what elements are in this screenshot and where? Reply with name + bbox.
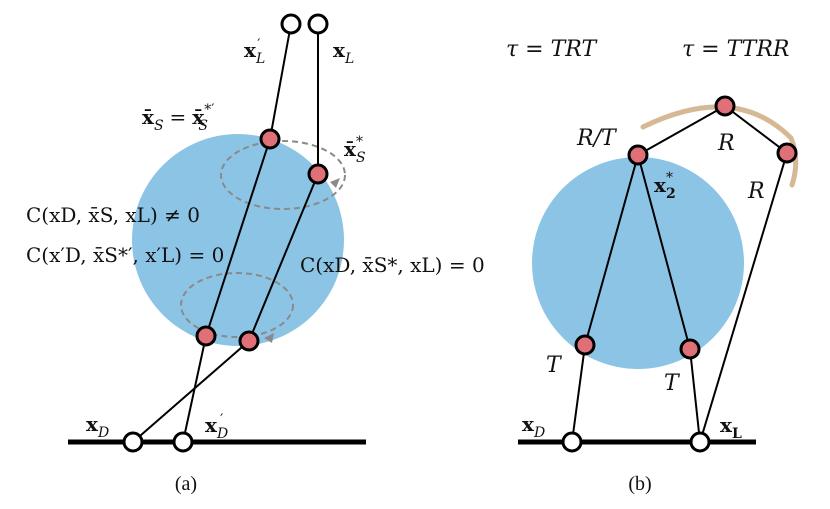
sphere-b [532,157,744,369]
vertex-surface-bottom-right [238,330,260,352]
vertex-b-R-top [714,95,736,117]
vertex-b-RT [627,144,649,166]
vertex-surface-star [307,163,329,185]
path-line-1 [269,23,292,140]
label-b-xD: xD [522,412,545,441]
vertex-surface-bottom-left [195,325,217,347]
caption-a: (a) [175,473,197,495]
label-R-right: R [747,179,765,204]
vertex-camera-xD [122,431,144,453]
path-line-2 [205,138,271,337]
vertex-light-1 [280,13,302,35]
label-x2-star: x*2 [654,170,676,202]
arc-curve [640,104,799,188]
label-RT: R/T [576,126,618,151]
panel-a: xL′ xL x̄S=x̄*′S x̄*S C(xD, x̄S, xL) ≠ 0… [26,13,485,495]
path-line-6 [132,340,250,443]
vertex-b-T-right [679,338,701,360]
label-c-zero-prime: C(x′D, x̄S*′, x′L) = 0 [26,243,224,267]
path-b-1 [571,344,586,443]
vertex-b-xL [689,431,711,453]
dashed-ellipse-top [220,140,346,210]
vertex-b-xD [561,431,583,453]
label-xL: xL [333,38,354,67]
vertex-b-T-left [574,334,596,356]
dashed-ellipse-bottom [180,272,294,338]
label-c-zero-star: C(xD, x̄S*, xL) = 0 [300,253,485,277]
vertex-camera-xDp [172,431,194,453]
path-b-2 [584,154,639,346]
label-tau-right: τ = TTRR [682,37,789,62]
label-tau-left: τ = TRT [506,37,598,62]
vertex-b-R-right [776,142,798,164]
path-b-7 [699,152,788,443]
arrow-head-bottom [264,333,274,343]
caption-b: (b) [628,473,651,495]
label-R-top: R [717,131,735,156]
path-b-3 [637,154,691,350]
label-xD-prime: xD′ [205,412,228,442]
label-xs-star: x̄*S [344,134,366,166]
path-b-5 [637,105,726,156]
label-b-xL: xL [720,413,742,442]
path-line-5 [248,173,319,342]
path-b-4 [689,348,701,443]
label-xD: xD [86,412,109,441]
path-b-6 [724,105,788,154]
vertex-light-2 [307,13,329,35]
label-xs-equals: x̄S=x̄*′S [142,102,214,134]
vertex-surface-top [259,128,281,150]
label-c-neq: C(xD, x̄S, xL) ≠ 0 [26,203,200,227]
arrow-head-top [330,178,340,188]
panel-b: τ = TRT τ = TTRR R/T R R x*2 T T xD xL (… [506,37,799,495]
label-T-left: T [546,353,563,378]
label-T-right: T [664,371,681,396]
label-xL-prime: xL′ [244,37,265,67]
